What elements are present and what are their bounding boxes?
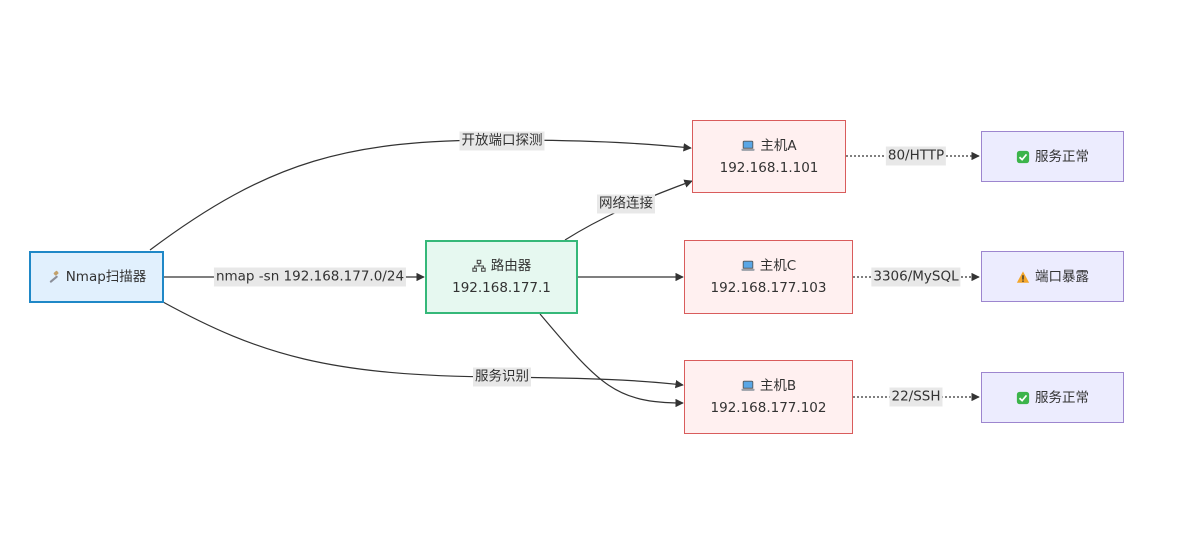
edge-label-net-conn: 网络连接 (597, 194, 655, 214)
host-c-label: 主机C (759, 258, 797, 274)
router-node[interactable]: 路由器 192.168.177.1 (425, 240, 578, 314)
host-b-label: 主机B (759, 378, 797, 394)
host-a-label: 主机A (760, 137, 797, 154)
warning-icon (1016, 270, 1030, 283)
edge-scanner-host-b (162, 301, 684, 389)
status-b-node[interactable]: 服务正常 (981, 372, 1124, 423)
host-b-ip: 192.168.177.102 (710, 400, 827, 416)
status-b-label: 服务正常 (1035, 389, 1089, 406)
check-mark-icon (1016, 150, 1030, 163)
laptop-icon (741, 140, 755, 151)
edge-label-port-probe: 开放端口探测 (459, 131, 545, 151)
status-a-label: 服务正常 (1035, 148, 1089, 165)
edge-scanner-host-a (149, 139, 692, 251)
laptop-icon (741, 260, 755, 271)
host-c-ip: 192.168.177.103 (710, 280, 827, 296)
edge-label-c-status: 3306/MySQL (871, 267, 961, 287)
laptop-icon (741, 380, 755, 391)
edge-label-service-id: 服务识别 (473, 367, 531, 387)
edge-label-scan: nmap -sn 192.168.177.0/24 (213, 267, 407, 287)
host-a-node[interactable]: 主机A 192.168.1.101 (692, 120, 846, 193)
scanner-label: Nmap扫描器 (65, 269, 147, 285)
host-b-node[interactable]: 主机B 192.168.177.102 (684, 360, 853, 434)
status-a-node[interactable]: 服务正常 (981, 131, 1124, 182)
router-label: 路由器 (490, 258, 532, 274)
scanner-node[interactable]: Nmap扫描器 (29, 251, 164, 303)
status-c-label: 端口暴露 (1035, 268, 1089, 285)
edge-label-b-status: 22/SSH (889, 387, 943, 407)
router-ip: 192.168.177.1 (452, 280, 551, 296)
network-icon (472, 259, 486, 272)
check-mark-icon (1016, 391, 1030, 404)
hammer-wrench-icon (49, 270, 59, 283)
status-c-node[interactable]: 端口暴露 (981, 251, 1124, 302)
edge-label-a-status: 80/HTTP (885, 146, 947, 166)
host-c-node[interactable]: 主机C 192.168.177.103 (684, 240, 853, 314)
host-a-ip: 192.168.1.101 (719, 159, 819, 176)
edge-router-host-b (539, 313, 684, 408)
